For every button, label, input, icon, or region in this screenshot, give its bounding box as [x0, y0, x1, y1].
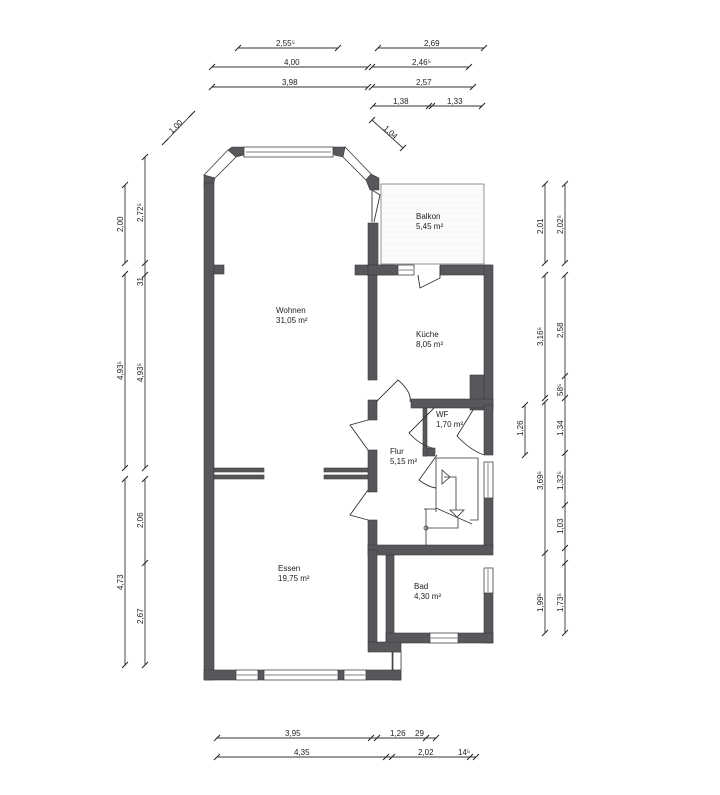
doors [349, 189, 485, 521]
balcony [380, 183, 485, 265]
dim-top-1a: 2,55⁵ [276, 39, 295, 48]
room-bad-name: Bad [414, 582, 428, 591]
windows [203, 146, 494, 681]
dimensions-bottom: 3,95 1,26 29 4,35 2,02 14⁵ [213, 729, 480, 761]
room-wf-name: WF [436, 410, 449, 419]
dim-diag-right: 1,04 [382, 124, 400, 141]
room-kueche-name: Küche [416, 330, 439, 339]
dim-top-3a: 3,98 [282, 78, 298, 87]
dimensions-right: 1,26 2,01 3,16⁵ 3,69⁵ 1,99⁵ 2,02⁵ 2,58 5… [516, 180, 569, 637]
dim-top-1b: 2,69 [424, 39, 440, 48]
dim-right-col2-3: 58⁵ [556, 384, 565, 396]
dim-bottom-2c: 14⁵ [458, 748, 470, 757]
dim-left-inner-5: 2,67 [136, 608, 145, 624]
room-essen-name: Essen [278, 564, 300, 573]
dimensions-top: 2,55⁵ 2,69 4,00 2,46⁵ 3,98 2,57 1,38 1,3… [161, 39, 488, 152]
dim-left-inner-2: 31 [136, 277, 145, 286]
dim-top-4a: 1,38 [393, 97, 409, 106]
room-balkon-area: 5,45 m² [416, 222, 443, 231]
dim-right-col1-4: 1,99⁵ [536, 593, 545, 612]
dim-right-col1-2: 3,16⁵ [536, 327, 545, 346]
room-flur-area: 5,15 m² [390, 457, 417, 466]
dim-left-outer-1: 2,00 [116, 216, 125, 232]
dim-left-outer-3: 4,73 [116, 574, 125, 590]
dim-right-col1-3: 3,69⁵ [536, 471, 545, 490]
dim-right-col2-1: 2,02⁵ [556, 215, 565, 234]
stairs [423, 457, 479, 545]
room-wf-area: 1,70 m² [436, 420, 463, 429]
dim-right-col2-6: 1,03 [556, 518, 565, 534]
room-balkon-name: Balkon [416, 212, 440, 221]
dim-right-col2-4: 1,34 [556, 420, 565, 436]
walls [203, 146, 494, 681]
dim-top-3b: 2,57 [416, 78, 432, 87]
dim-bottom-1a: 3,95 [285, 729, 301, 738]
room-wohnen-name: Wohnen [276, 306, 306, 315]
dim-left-outer-2: 4,93⁵ [116, 361, 125, 380]
room-kueche-area: 8,05 m² [416, 340, 443, 349]
room-labels: Balkon 5,45 m² Wohnen 31,05 m² Küche 8,0… [276, 212, 463, 601]
dim-right-col1-1: 2,01 [536, 218, 545, 234]
dim-right-col0-1: 1,26 [516, 420, 525, 436]
dim-bottom-1b: 1,26 [390, 729, 406, 738]
dimensions-left: 2,00 4,93⁵ 4,73 2,72⁵ 31 4,93⁵ 2,06 2,67 [116, 153, 149, 669]
dim-right-col2-5: 1,32⁵ [556, 471, 565, 490]
room-bad-area: 4,30 m² [414, 592, 441, 601]
dim-left-inner-1: 2,72⁵ [136, 203, 145, 222]
dim-top-4b: 1,33 [447, 97, 463, 106]
dim-top-2a: 4,00 [284, 58, 300, 67]
room-wohnen-area: 31,05 m² [276, 316, 308, 325]
dim-top-2b: 2,46⁵ [412, 58, 431, 67]
dim-diag-left: 1,00 [167, 118, 185, 136]
room-flur-name: Flur [390, 447, 404, 456]
dim-right-col2-7: 1,73⁵ [556, 593, 565, 612]
dim-bottom-2b: 2,02 [418, 748, 434, 757]
dim-left-inner-3: 4,93⁵ [136, 363, 145, 382]
room-essen-area: 19,75 m² [278, 574, 310, 583]
dim-right-col2-2: 2,58 [556, 322, 565, 338]
dim-left-inner-4: 2,06 [136, 512, 145, 528]
dim-bottom-1c: 29 [415, 729, 424, 738]
dim-bottom-2a: 4,35 [294, 748, 310, 757]
